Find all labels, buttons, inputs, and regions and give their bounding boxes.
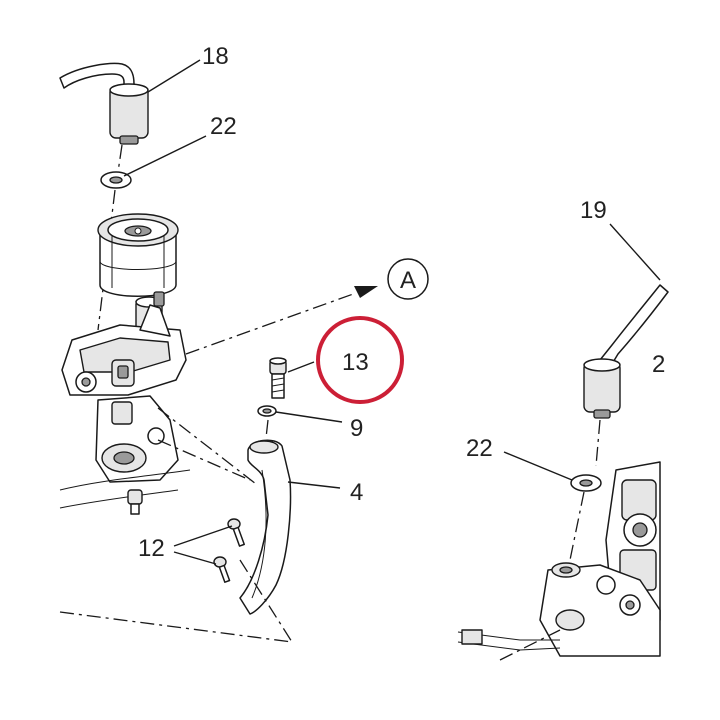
washer-9 — [257, 405, 277, 417]
arrow-to-a — [354, 286, 378, 298]
callout-2-partial: 2 — [652, 351, 665, 378]
fluid-reservoir — [97, 213, 179, 297]
master-cylinder-body — [61, 304, 187, 396]
washer-22-left — [100, 171, 132, 189]
bolt-13 — [269, 357, 287, 399]
reference-a-label: A — [400, 267, 416, 294]
mount-bolt — [127, 489, 143, 515]
right-brake-assembly — [457, 284, 669, 661]
brake-lever-4 — [239, 439, 292, 615]
hose-fitting — [109, 83, 149, 145]
callout-22-right: 22 — [466, 435, 493, 462]
highlight-circle-13 — [316, 316, 404, 404]
lever-group — [213, 357, 292, 615]
callout-22-left: 22 — [210, 113, 237, 140]
callout-9: 9 — [350, 415, 363, 442]
callout-4: 4 — [350, 479, 363, 506]
right-clamp — [539, 562, 661, 657]
wire-connector — [461, 629, 483, 645]
screw-12-upper — [227, 518, 245, 547]
left-brake-assembly — [59, 62, 191, 515]
callout-19: 19 — [580, 197, 607, 224]
callout-18-partial: 18 — [202, 43, 229, 70]
handlebar-clamp — [95, 395, 179, 483]
callout-13: 13 — [342, 349, 369, 376]
reference-a: A — [387, 258, 429, 300]
right-hose-fitting — [583, 358, 621, 419]
washer-22-right — [570, 474, 602, 492]
screw-12-lower — [213, 556, 231, 583]
handlebar-outline — [59, 469, 191, 509]
brake-hose-19 — [599, 284, 669, 365]
callout-12: 12 — [138, 535, 165, 562]
